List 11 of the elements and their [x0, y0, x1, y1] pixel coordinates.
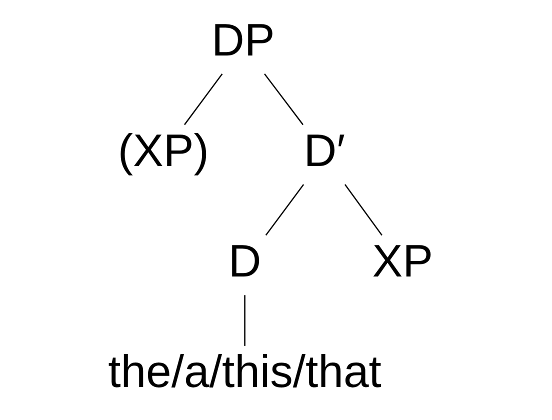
- connector: [244, 295, 245, 346]
- connector: [184, 74, 222, 126]
- node-text: D: [228, 236, 261, 287]
- node-text: D′: [303, 124, 345, 176]
- connector: [264, 184, 304, 236]
- connector: [264, 74, 303, 126]
- node-text: XP: [372, 236, 432, 287]
- node-text: the/a/this/that: [108, 346, 381, 398]
- node-text: DP: [211, 14, 274, 66]
- node-text: (XP): [117, 124, 208, 176]
- connector: [344, 184, 382, 236]
